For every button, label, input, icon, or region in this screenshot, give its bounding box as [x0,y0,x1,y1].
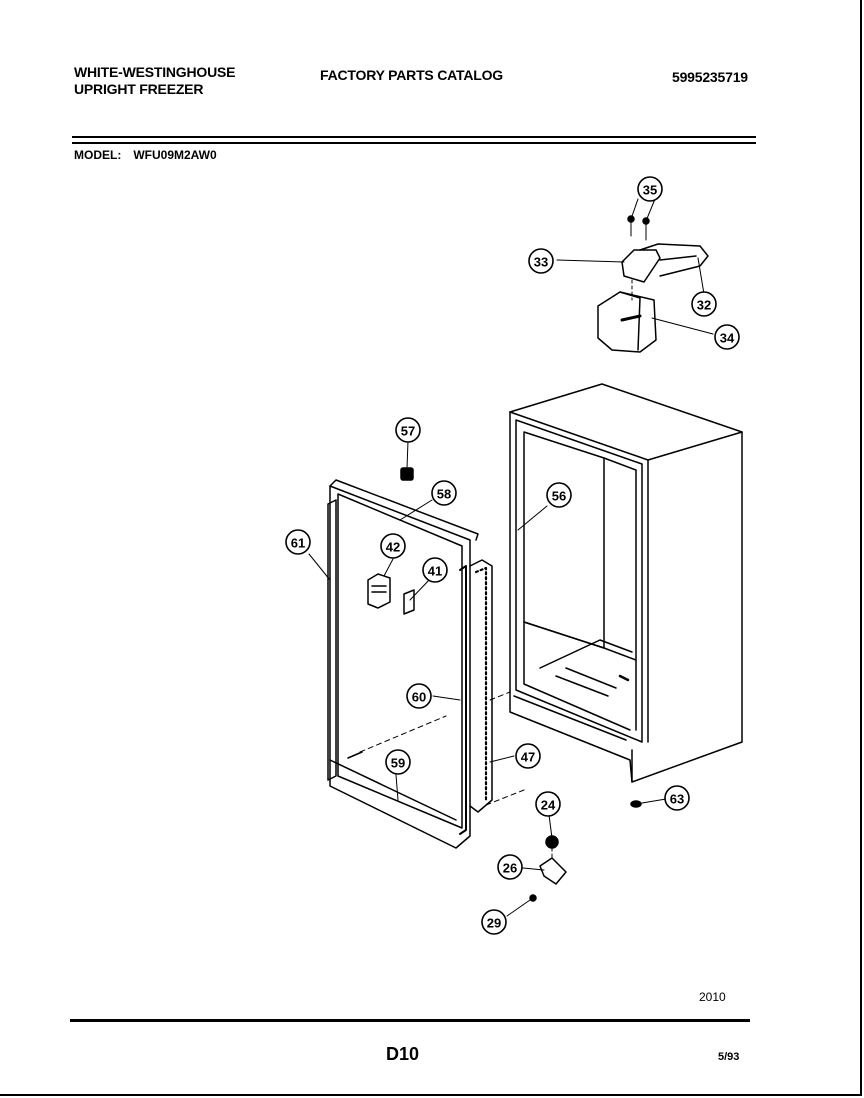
callout-label: 63 [670,792,684,807]
callout-circle [664,785,690,811]
callout-42: 42 [380,533,406,559]
callout-circle [546,482,572,508]
callout-63: 63 [664,785,690,811]
header-rule-top [72,136,756,138]
screw-cap [400,467,414,481]
callout-35: 35 [637,176,663,202]
callout-label: 33 [534,255,548,270]
header-rule-bottom [72,142,756,144]
callout-circle [714,324,740,350]
lower-hinge-parts [529,835,567,902]
control-label [403,589,415,615]
callout-circle [481,909,507,935]
callout-label: 26 [503,861,517,876]
callout-61: 61 [285,529,311,555]
callout-circle [528,248,554,274]
callout-56: 56 [546,482,572,508]
page-number: D10 [386,1044,420,1064]
callout-label: 42 [386,540,400,555]
callout-label: 34 [720,331,735,346]
callout-group: 35 33 32 34 57 58 56 61 42 41 60 47 59 24 63 26 29 [285,176,740,935]
callout-label: 60 [412,690,426,705]
catalog-title: FACTORY PARTS CATALOG [320,67,503,83]
catalog-part-number: 5995235719 [672,69,748,85]
door-gasket [469,559,493,813]
model-number: WFU09M2AW0 [133,148,217,162]
callout-57: 57 [395,417,421,443]
callout-label: 29 [487,916,501,931]
model-line: MODEL: WFU09M2AW0 [74,148,229,162]
brand-title: WHITE-WESTINGHOUSE UPRIGHT FREEZER [74,64,235,98]
callout-label: 58 [437,487,451,502]
callout-circle [285,529,311,555]
brand-line-2: UPRIGHT FREEZER [74,81,204,97]
callout-label: 41 [428,564,442,579]
leveling-leg [630,800,642,808]
freezer-cabinet [509,383,743,783]
callout-circle [385,749,411,775]
footer-rule [70,1019,750,1022]
callout-29: 29 [481,909,507,935]
callout-circle [406,683,432,709]
callout-58: 58 [431,480,457,506]
callout-label: 24 [541,798,556,813]
callout-label: 32 [697,298,711,313]
callout-34: 34 [714,324,740,350]
callout-label: 57 [401,424,415,439]
callout-24: 24 [535,791,561,817]
model-label: MODEL: [74,148,122,162]
callout-label: 61 [291,536,305,551]
callout-circle [637,176,663,202]
drawing-code: 2010 [699,990,726,1004]
callout-26: 26 [497,854,523,880]
callout-60: 60 [406,683,432,709]
callout-circle [380,533,406,559]
callout-circle [431,480,457,506]
callout-label: 47 [521,750,535,765]
callout-label: 56 [552,489,566,504]
door-panel [327,479,479,849]
leader-lines [308,198,714,917]
callout-41: 41 [422,557,448,583]
callout-47: 47 [515,743,541,769]
callout-circle [691,291,717,317]
callout-circle [535,791,561,817]
callout-circle [395,417,421,443]
callout-33: 33 [528,248,554,274]
callout-circle [515,743,541,769]
hinge-assembly [597,215,709,353]
callout-circle [422,557,448,583]
callout-circle [497,854,523,880]
brand-line-1: WHITE-WESTINGHOUSE [74,64,236,80]
revision-date: 5/93 [718,1051,740,1063]
callout-label: 59 [391,756,405,771]
callout-label: 35 [643,183,657,198]
callout-59: 59 [385,749,411,775]
door-breaker-strip [459,565,467,835]
callout-32: 32 [691,291,717,317]
thermostat-knob [367,573,391,609]
